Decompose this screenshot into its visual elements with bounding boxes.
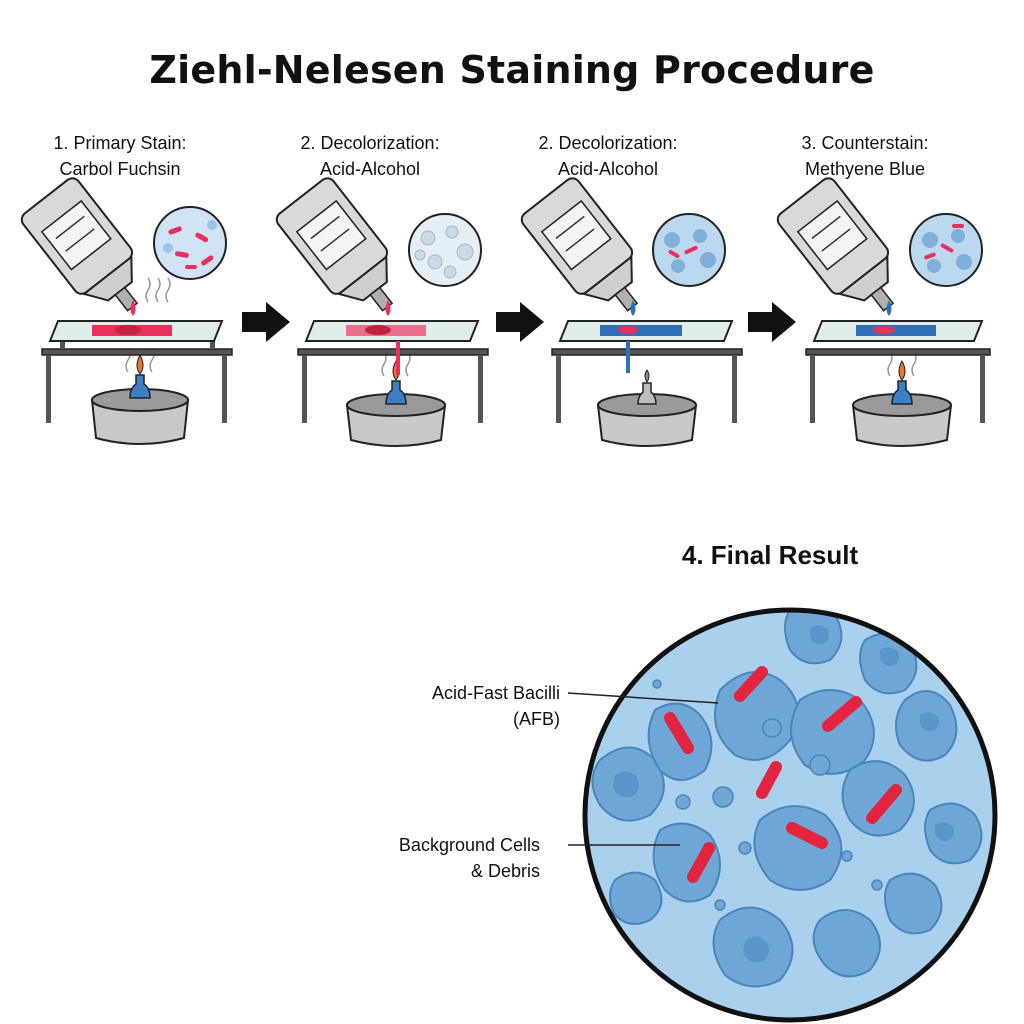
reagent-bottle: [776, 177, 895, 312]
background-callout-line2: & Debris: [470, 861, 540, 881]
arrow-1-icon: [242, 302, 290, 342]
micrograph-inset-2: [408, 213, 482, 287]
step-3-label: 2. Decolorization: Acid-Alcohol: [508, 130, 708, 182]
step-4-reagent: Methyene Blue: [804, 159, 926, 179]
step-3-reagent: Acid-Alcohol: [557, 159, 659, 179]
step-1-reagent: Carbol Fuchsin: [59, 159, 181, 179]
micrograph-inset-3: [652, 213, 726, 287]
step-1-title: 1. Primary Stain:: [53, 133, 187, 153]
background-callout: Background Cells & Debris: [360, 832, 540, 884]
reagent-bottle: [275, 177, 394, 312]
station-3: [520, 177, 743, 447]
step-4-title: 3. Counterstain:: [801, 133, 929, 153]
step-1-label: 1. Primary Stain: Carbol Fuchsin: [20, 130, 220, 182]
step-4-label: 3. Counterstain: Methyene Blue: [765, 130, 965, 182]
step-3-title: 2. Decolorization:: [538, 133, 678, 153]
step-2-label: 2. Decolorization: Acid-Alcohol: [270, 130, 470, 182]
station-1: [20, 177, 233, 445]
burner-setup: [90, 347, 190, 445]
afb-callout-line2: (AFB): [513, 709, 560, 729]
slide-rack: [297, 320, 489, 423]
afb-callout-line1: Acid-Fast Bacilli: [431, 683, 560, 703]
final-result-title: 4. Final Result: [681, 540, 859, 570]
micrograph-inset-1: [153, 206, 227, 280]
reagent-bottle: [520, 177, 639, 312]
slide-rack: [41, 320, 233, 423]
station-2: [275, 177, 489, 447]
slide-rack: [551, 320, 743, 423]
burner-setup: [851, 351, 953, 447]
step-2-reagent: Acid-Alcohol: [319, 159, 421, 179]
arrow-2-icon: [496, 302, 544, 342]
background-callout-line1: Background Cells: [398, 835, 540, 855]
afb-leader-line: [567, 692, 719, 704]
reagent-bottle: [20, 177, 139, 312]
micrograph-inset-4: [909, 213, 983, 287]
arrow-3-icon: [748, 302, 796, 342]
page-title: Ziehl-Nelesen Staining Procedure: [149, 48, 875, 92]
burner-setup: [596, 369, 698, 447]
slide-rack: [805, 320, 991, 423]
step-2-title: 2. Decolorization:: [300, 133, 440, 153]
station-4: [776, 177, 991, 447]
final-micrograph: [582, 607, 998, 1023]
afb-callout: Acid-Fast Bacilli (AFB): [360, 680, 560, 732]
